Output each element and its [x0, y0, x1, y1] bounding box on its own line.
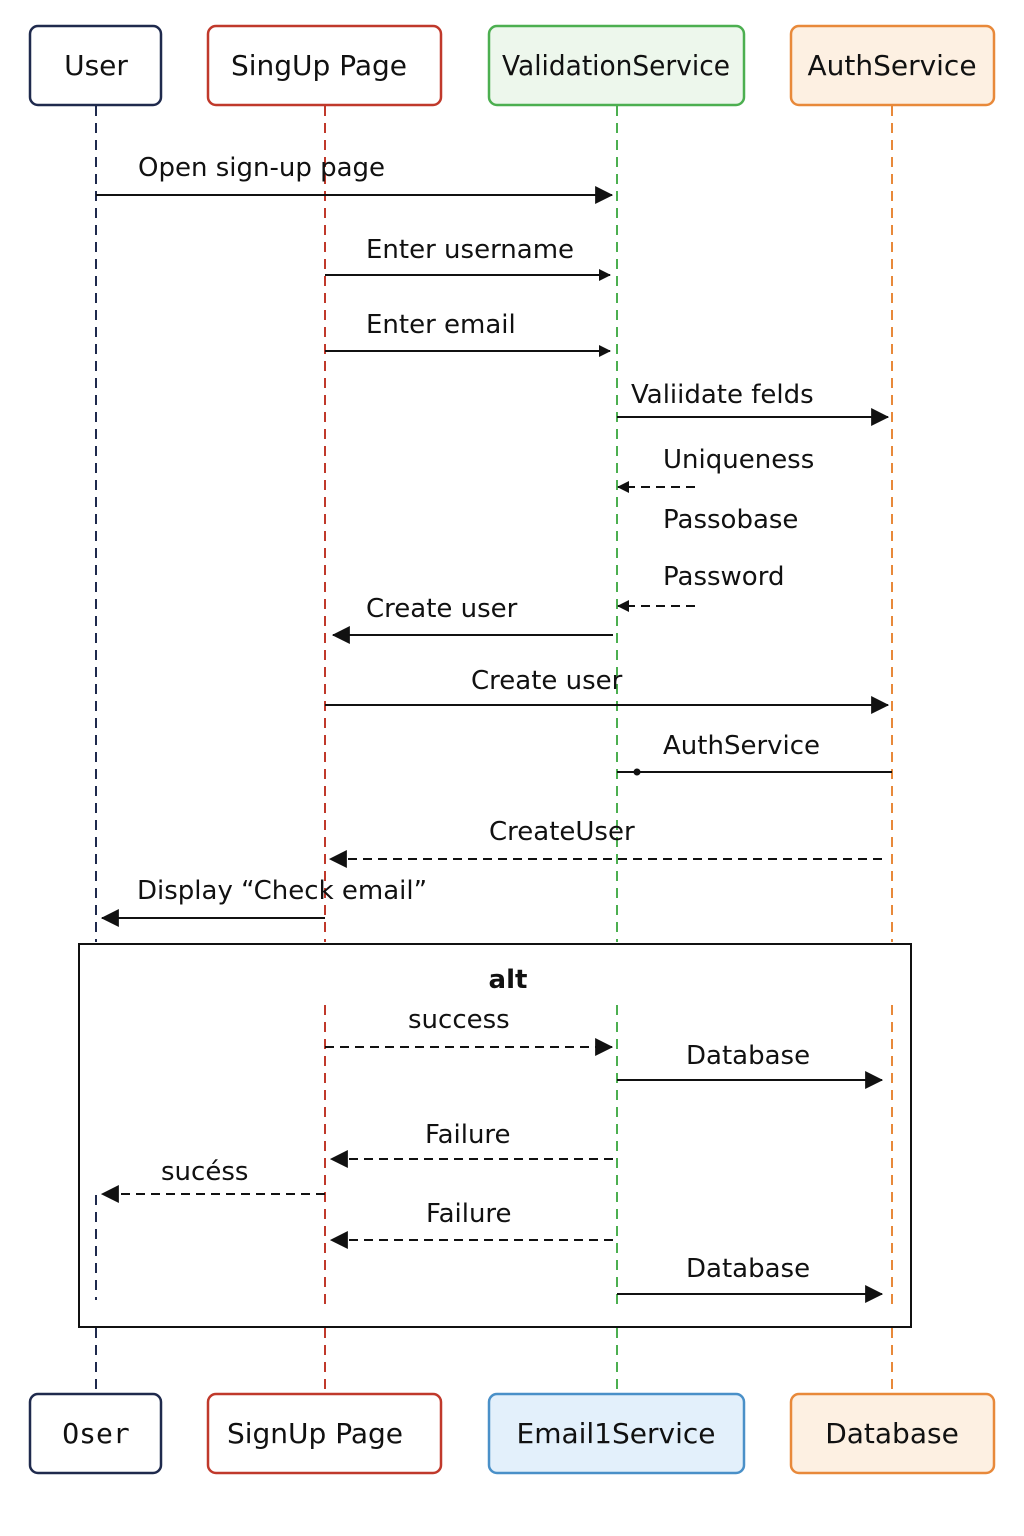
message-label: Database: [686, 1254, 810, 1284]
message-alt-failure-2: Failure: [329, 1199, 613, 1249]
message-label: sucéss: [161, 1157, 248, 1187]
actor-validation-service-top[interactable]: ValidationService: [487, 24, 746, 107]
message-enter-username: Enter username: [325, 235, 611, 281]
actor-signup-page-top[interactable]: SingUp Page: [206, 24, 443, 107]
message-label: Failure: [425, 1120, 511, 1150]
actor-email-service-bottom[interactable]: Email1Service: [487, 1392, 746, 1475]
actor-validation-service-top-label: ValidationService: [502, 49, 730, 82]
message-label: Failure: [426, 1199, 512, 1229]
message-label: success: [408, 1005, 510, 1035]
message-open-signup-page: Open sign-up page: [96, 153, 614, 204]
actor-signup-page-bottom-label: SignUp Page: [227, 1417, 403, 1450]
actor-email-service-bottom-label: Email1Service: [517, 1417, 716, 1450]
message-display-check-email: Display “Check email”: [100, 876, 427, 927]
message-password: Password: [617, 562, 784, 612]
message-label: Open sign-up page: [138, 153, 385, 183]
message-label: Database: [686, 1041, 810, 1071]
message-alt-success-to-user: sucéss: [100, 1157, 325, 1203]
message-alt-database-1: Database: [617, 1041, 884, 1089]
message-create-user: Create user: [325, 666, 890, 714]
actor-user-bottom-label: Oser: [62, 1417, 129, 1450]
message-createuser-reply: CreateUser: [328, 817, 882, 868]
actor-database-bottom[interactable]: Database: [789, 1392, 996, 1475]
message-create-user-return: Create user: [331, 594, 613, 644]
actor-user-top[interactable]: User: [28, 24, 163, 107]
actor-auth-service-top[interactable]: AuthService: [789, 24, 996, 107]
message-label: Display “Check email”: [137, 876, 427, 906]
message-label: Uniqueness: [663, 445, 814, 475]
message-label: Enter username: [366, 235, 574, 265]
message-label: Valiidate felds: [631, 380, 814, 410]
message-alt-success: success: [325, 1005, 614, 1056]
message-endpoint-dot: [633, 768, 641, 776]
actor-database-bottom-label: Database: [825, 1417, 959, 1450]
message-uniqueness: Uniqueness: [617, 445, 814, 493]
actor-user-bottom[interactable]: Oser: [28, 1392, 163, 1475]
actor-signup-page-top-label: SingUp Page: [231, 49, 407, 82]
message-alt-database-2: Database: [617, 1254, 884, 1303]
message-label: CreateUser: [489, 817, 635, 847]
alt-frame: alt: [78, 943, 912, 1328]
alt-frame-border: [78, 943, 912, 1328]
note-passobase: Passobase: [663, 505, 798, 535]
message-label: Enter email: [366, 310, 516, 340]
message-label: Password: [663, 562, 784, 592]
message-enter-email: Enter email: [325, 310, 611, 357]
message-authservice: AuthService: [617, 731, 892, 776]
actor-auth-service-top-label: AuthService: [807, 49, 976, 82]
message-label: Create user: [471, 666, 623, 696]
alt-frame-label: alt: [489, 965, 528, 995]
actor-signup-page-bottom[interactable]: SignUp Page: [206, 1392, 443, 1475]
actor-user-top-label: User: [64, 49, 128, 82]
message-alt-failure-1: Failure: [329, 1120, 613, 1168]
message-label: Create user: [366, 594, 518, 624]
message-label: AuthService: [663, 731, 820, 761]
message-validate-fields: Valiidate felds: [617, 380, 890, 426]
